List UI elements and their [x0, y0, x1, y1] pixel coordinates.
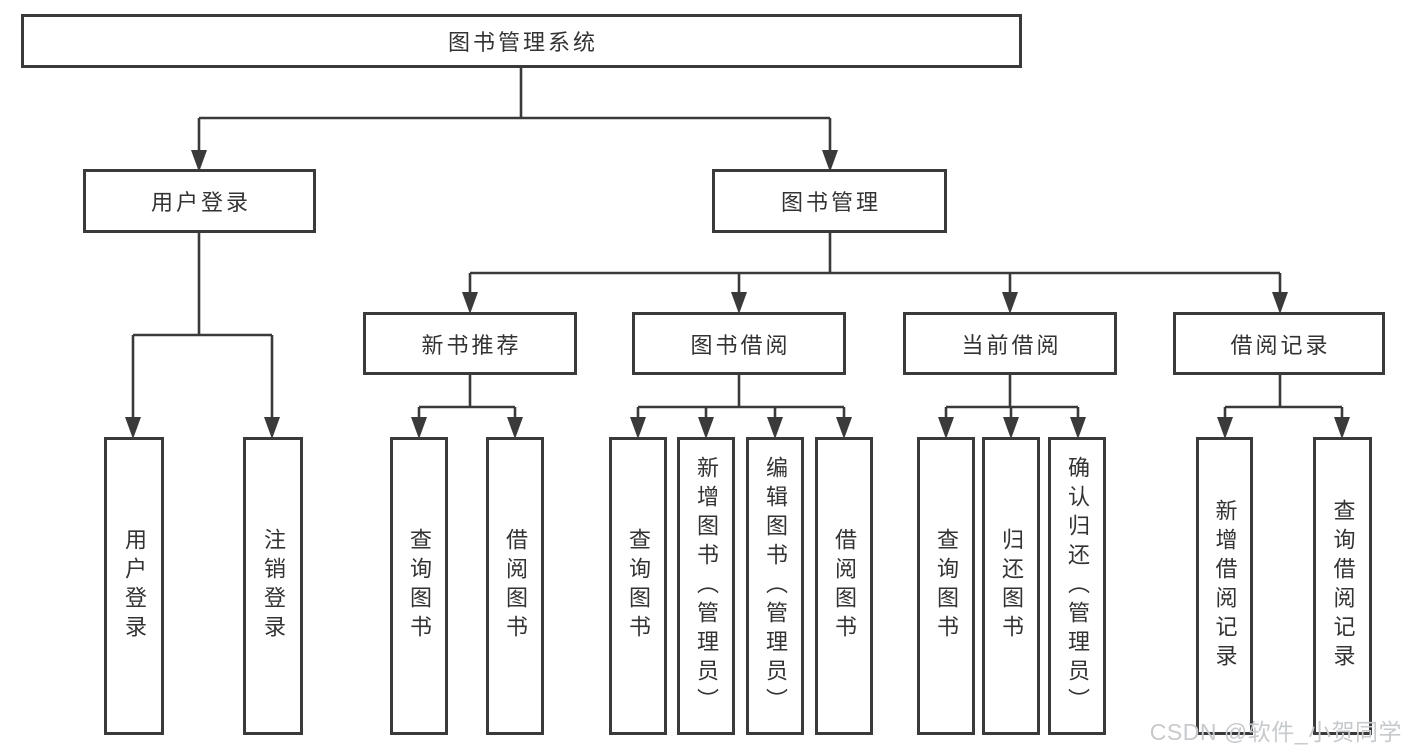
- leaf-edit-books-admin-label: 编辑图书（管理员）: [763, 455, 788, 717]
- leaf-confirm-return-admin: 确认归还（管理员）: [1048, 437, 1106, 735]
- node-book-borrowing-label: 图书借阅: [690, 332, 791, 358]
- node-current-borrowing-label: 当前借阅: [961, 332, 1062, 358]
- leaf-add-books-admin: 新增图书（管理员）: [677, 437, 735, 735]
- leaf-return-books: 归还图书: [982, 437, 1040, 735]
- leaf-query-books-recommend: 查询图书: [390, 437, 448, 735]
- leaf-query-books-current: 查询图书: [917, 437, 975, 735]
- node-borrowing-records: 借阅记录: [1173, 312, 1385, 375]
- node-book-management-system: 图书管理系统: [21, 14, 1022, 68]
- leaf-query-books-current-label: 查询图书: [934, 528, 959, 644]
- leaf-add-borrow-record: 新增借阅记录: [1196, 437, 1253, 735]
- leaf-add-books-admin-label: 新增图书（管理员）: [694, 455, 719, 717]
- node-new-book-recommend: 新书推荐: [363, 312, 577, 375]
- leaf-borrow-books-borrowing: 借阅图书: [815, 437, 873, 735]
- leaf-edit-books-admin: 编辑图书（管理员）: [746, 437, 804, 735]
- leaf-borrow-books-recommend-label: 借阅图书: [503, 528, 528, 644]
- leaf-query-books-borrowing: 查询图书: [609, 437, 667, 735]
- leaf-user-login-label: 用户登录: [122, 528, 147, 644]
- leaf-logout-login-label: 注销登录: [261, 528, 286, 644]
- leaf-query-borrow-record-label: 查询借阅记录: [1330, 499, 1356, 673]
- watermark: CSDN @软件_小贺同学: [1149, 719, 1402, 745]
- leaf-borrow-books-borrowing-label: 借阅图书: [832, 528, 857, 644]
- leaf-query-books-recommend-label: 查询图书: [407, 528, 432, 644]
- node-current-borrowing: 当前借阅: [903, 312, 1117, 375]
- leaf-return-books-label: 归还图书: [999, 528, 1024, 644]
- node-book-management: 图书管理: [712, 169, 947, 233]
- leaf-add-borrow-record-label: 新增借阅记录: [1212, 499, 1238, 673]
- leaf-borrow-books-recommend: 借阅图书: [486, 437, 544, 735]
- node-user-login-label: 用户登录: [150, 190, 251, 215]
- node-book-management-label: 图书管理: [780, 190, 881, 215]
- node-book-borrowing: 图书借阅: [632, 312, 846, 375]
- leaf-query-books-borrowing-label: 查询图书: [626, 528, 651, 644]
- leaf-logout-login: 注销登录: [243, 437, 303, 735]
- node-user-login: 用户登录: [83, 169, 316, 233]
- leaf-user-login: 用户登录: [104, 437, 164, 735]
- leaf-query-borrow-record: 查询借阅记录: [1313, 437, 1372, 735]
- node-new-book-recommend-label: 新书推荐: [421, 332, 522, 358]
- node-book-management-system-label: 图书管理系统: [447, 30, 598, 55]
- leaf-confirm-return-admin-label: 确认归还（管理员）: [1065, 455, 1090, 717]
- node-borrowing-records-label: 借阅记录: [1230, 332, 1331, 358]
